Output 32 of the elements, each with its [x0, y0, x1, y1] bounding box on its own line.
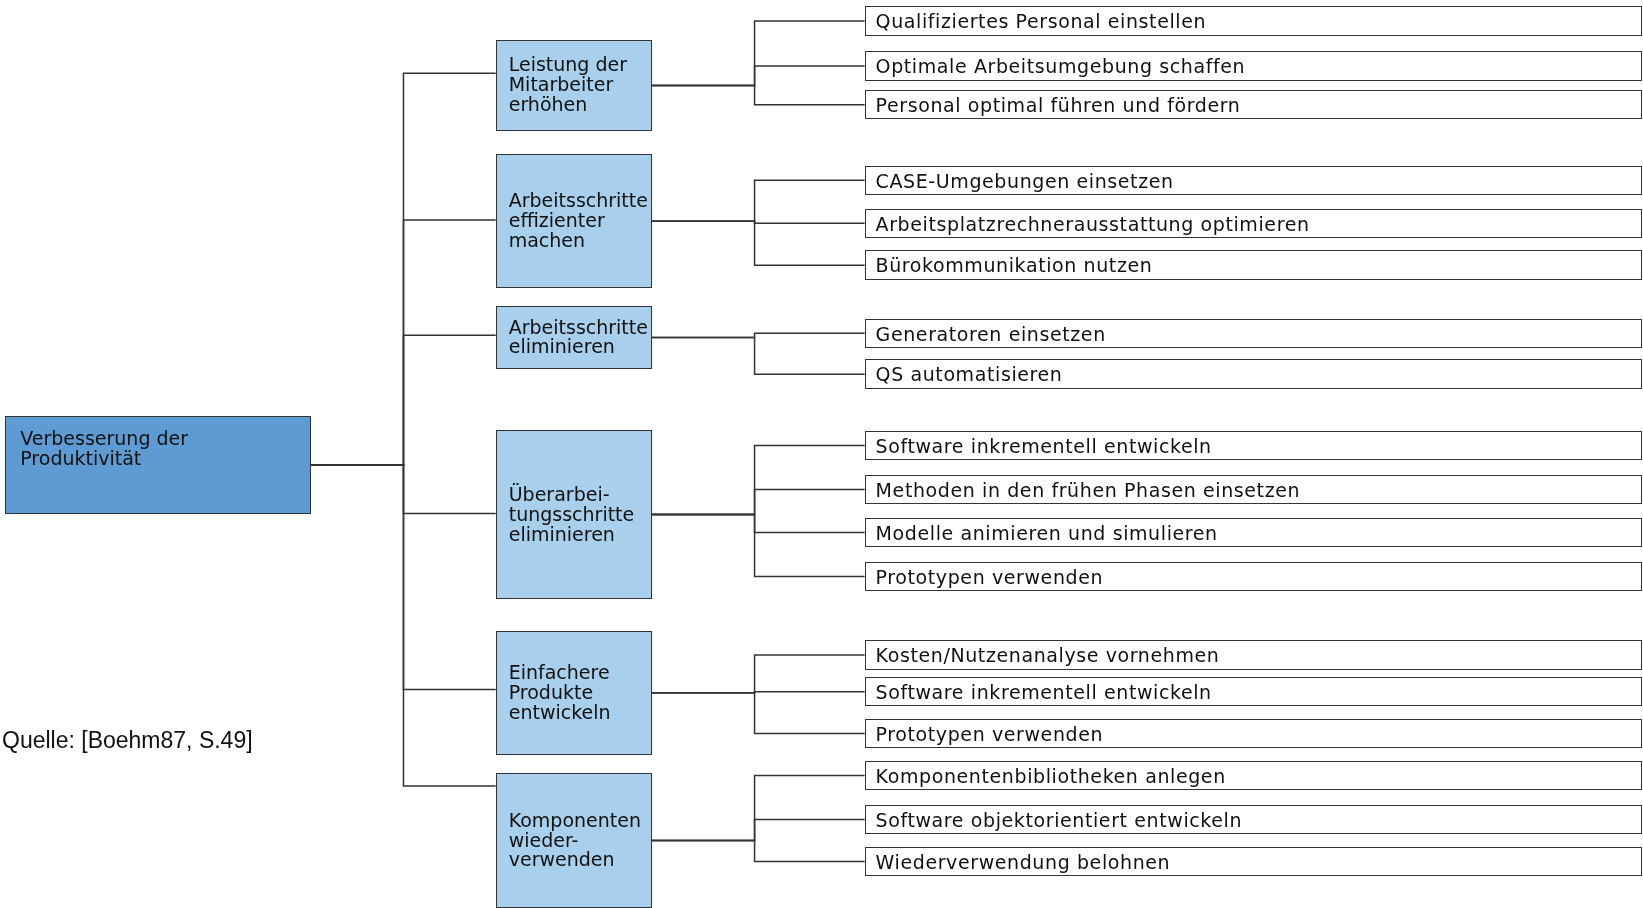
connector-line — [651, 692, 866, 735]
strategy-box: Leistung der Mitarbeiter erhöhen — [495, 39, 652, 131]
measure-box: Komponentenbibliotheken anlegen — [864, 760, 1642, 791]
measure-box: Software inkrementell entwickeln — [864, 430, 1642, 461]
strategy-box: Arbeitsschritte eliminieren — [495, 306, 652, 369]
measure-box: Bürokommunikation nutzen — [864, 250, 1642, 280]
measure-box: Prototypen verwenden — [864, 561, 1642, 592]
measure-box: Methoden in den frühen Phasen einsetzen — [864, 474, 1642, 505]
connector-line — [651, 220, 866, 266]
measure-box: Software inkrementell entwickeln — [864, 677, 1642, 707]
measure-box: Arbeitsplatzrechnerausstattung optimieren — [864, 208, 1642, 238]
measure-box: Generatoren einsetzen — [864, 318, 1642, 348]
measure-box: Software objektorientiert entwickeln — [864, 804, 1642, 835]
measure-box: Modelle animieren und simulieren — [864, 517, 1642, 548]
connector-line — [651, 513, 866, 578]
measure-box: Qualifiziertes Personal einstellen — [864, 6, 1642, 36]
connector-line — [651, 839, 866, 863]
measure-box: Personal optimal führen und fördern — [864, 90, 1642, 120]
goal-box: Verbesserung der Produktivität — [5, 416, 312, 514]
measure-box: Optimale Arbeitsumgebung schaffen — [864, 51, 1642, 81]
measure-box: Kosten/Nutzenanalyse vornehmen — [864, 640, 1642, 670]
measure-box: QS automatisieren — [864, 359, 1642, 389]
strategy-box: Arbeitsschritte effizienter machen — [495, 154, 652, 289]
measure-box: CASE-Umgebungen einsetzen — [864, 165, 1642, 195]
measure-box: Wiederverwendung belohnen — [864, 846, 1642, 877]
source-note: Quelle: [Boehm87, S.49] — [2, 727, 253, 754]
strategy-box: Einfachere Produkte entwickeln — [495, 630, 652, 755]
strategy-box: Komponenten wieder-verwenden — [495, 773, 652, 908]
measure-box: Prototypen verwenden — [864, 718, 1642, 749]
strategy-box: Überarbei-tungsschritte eliminieren — [495, 429, 652, 600]
connector-line — [651, 84, 866, 106]
connector-line — [651, 336, 866, 375]
